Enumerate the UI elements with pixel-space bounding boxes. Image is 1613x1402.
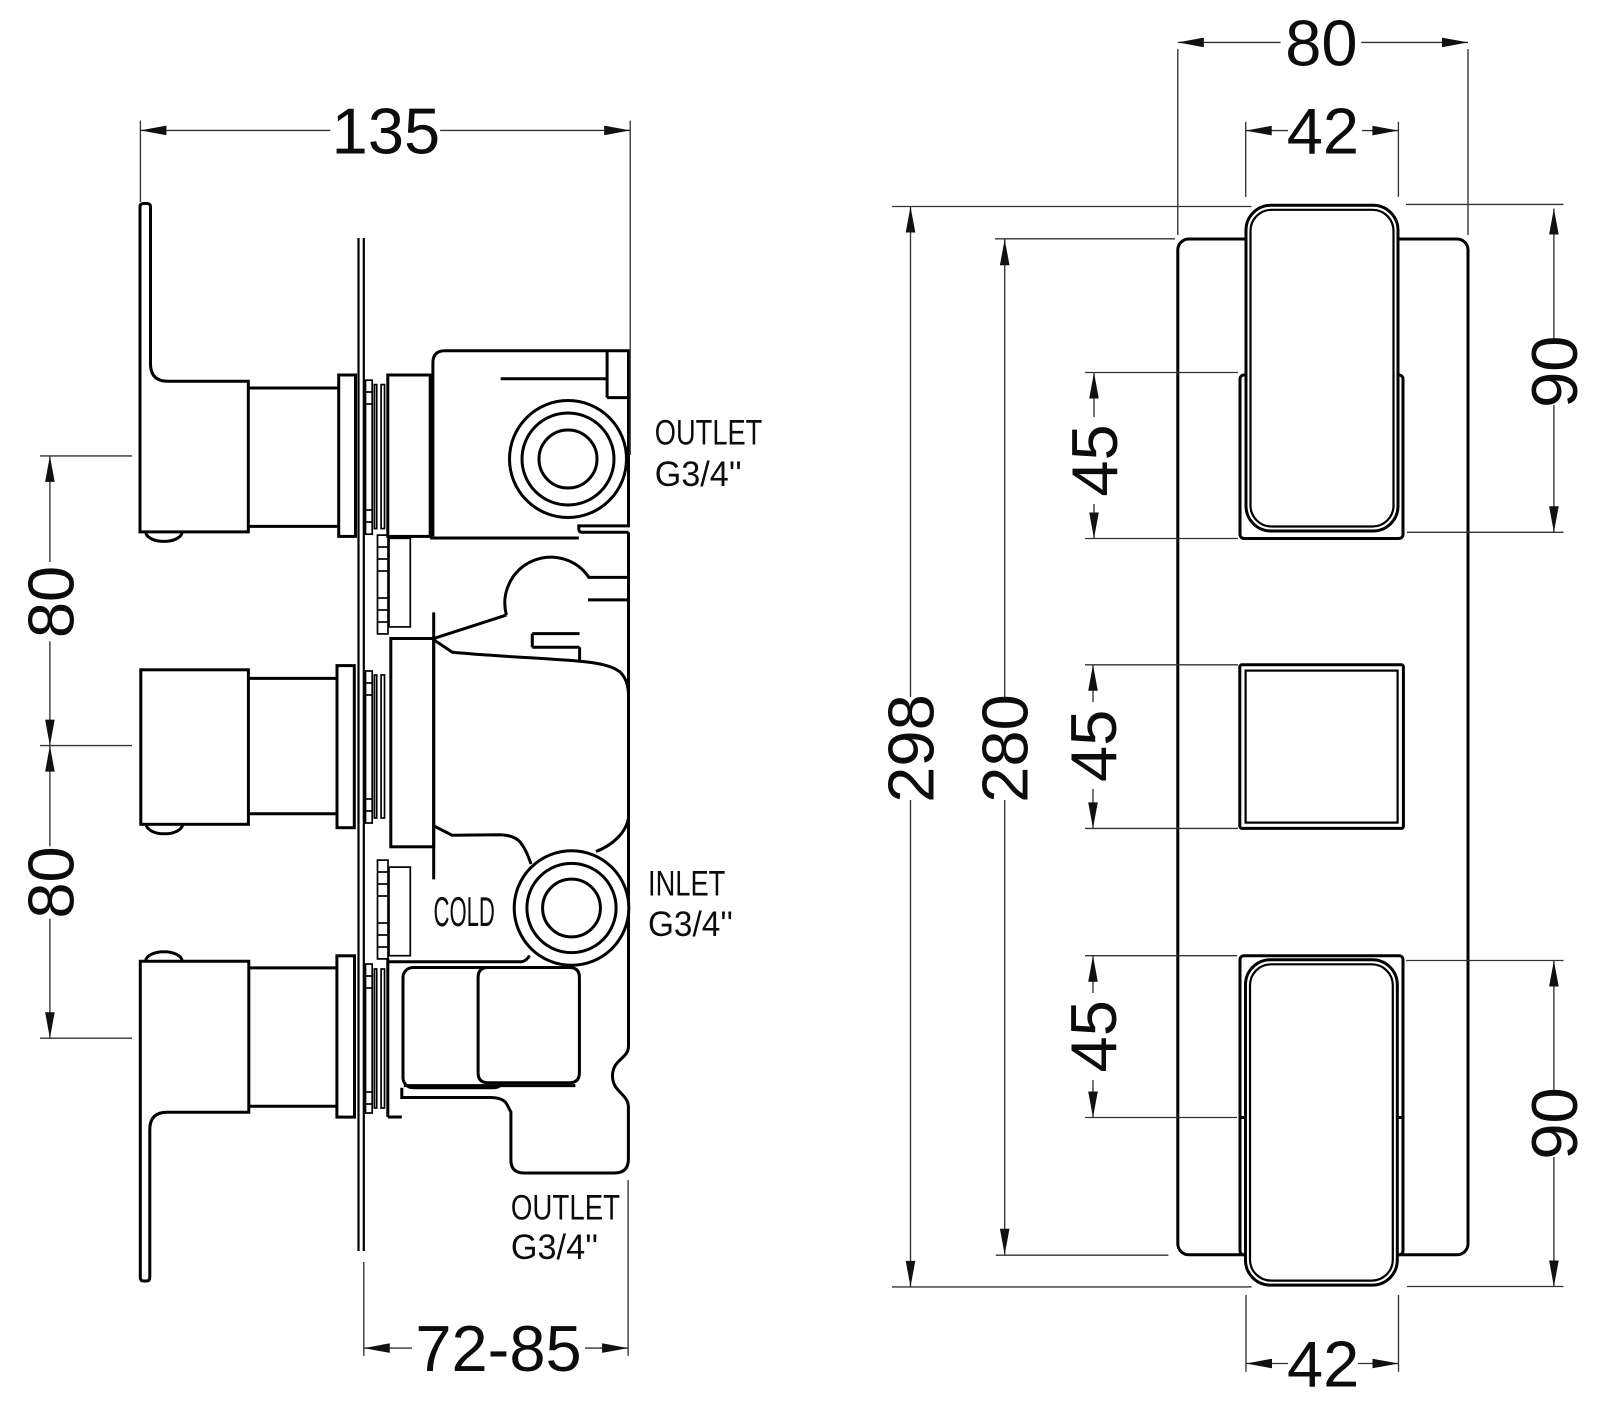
svg-text:135: 135 [332, 94, 440, 167]
svg-text:80: 80 [1285, 6, 1357, 79]
svg-text:42: 42 [1287, 1328, 1359, 1401]
svg-text:80: 80 [15, 846, 88, 918]
svg-text:80: 80 [15, 566, 88, 638]
svg-text:45: 45 [1057, 710, 1130, 782]
svg-text:OUTLET: OUTLET [511, 1189, 620, 1228]
svg-text:280: 280 [969, 694, 1042, 802]
svg-text:INLET: INLET [648, 865, 725, 904]
svg-text:OUTLET: OUTLET [655, 414, 763, 453]
svg-text:45: 45 [1058, 424, 1131, 496]
svg-text:G3/4'': G3/4'' [655, 455, 742, 494]
svg-text:G3/4'': G3/4'' [648, 905, 733, 944]
svg-text:COLD: COLD [434, 888, 495, 935]
svg-text:45: 45 [1057, 1000, 1130, 1072]
svg-text:42: 42 [1287, 95, 1359, 168]
svg-text:72-85: 72-85 [415, 1312, 581, 1385]
svg-text:90: 90 [1518, 336, 1591, 408]
svg-text:298: 298 [875, 694, 948, 802]
svg-text:90: 90 [1518, 1087, 1591, 1159]
svg-text:G3/4'': G3/4'' [511, 1228, 598, 1267]
